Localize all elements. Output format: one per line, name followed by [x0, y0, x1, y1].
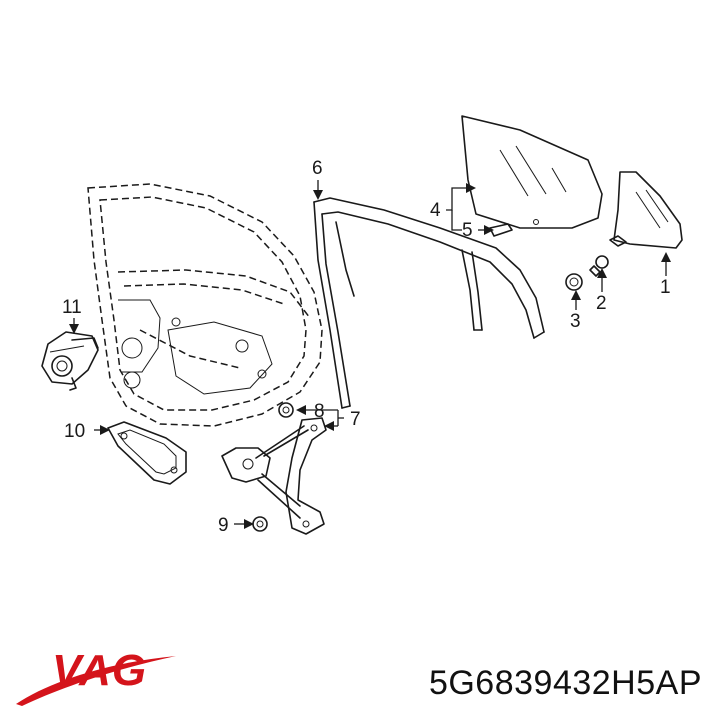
quarter-glass: [609, 171, 683, 249]
brand-swoosh-icon: [16, 656, 176, 706]
glass-pin: [489, 223, 513, 237]
callout-7: 7: [350, 409, 361, 430]
callout-5: 5: [462, 220, 473, 241]
clip-fastener: [589, 255, 609, 277]
parts-diagram: 1 2 3 4 5 6 7 8 9 10 11: [41, 115, 683, 536]
part-number: 5G6839432H5AP: [428, 664, 702, 702]
callout-9: 9: [218, 515, 229, 536]
window-regulator: [221, 417, 327, 535]
callout-2: 2: [596, 293, 607, 314]
callout-3: 3: [570, 311, 581, 332]
grommet: [565, 273, 583, 291]
callout-1: 1: [660, 277, 671, 298]
door-glass: [461, 115, 603, 229]
brand-logo: VAG: [52, 646, 148, 695]
callout-8: 8: [314, 401, 325, 422]
callout-10: 10: [64, 421, 85, 442]
nut-8: [278, 402, 294, 418]
callout-6: 6: [312, 158, 323, 179]
cover-plate: [107, 421, 187, 485]
nut-9: [252, 516, 268, 532]
door-frame: [87, 183, 323, 427]
glass-run-channel: [313, 197, 545, 409]
callout-11: 11: [62, 297, 82, 318]
window-motor: [41, 331, 99, 391]
callout-4: 4: [430, 200, 441, 221]
leader-lines: [69, 180, 671, 529]
